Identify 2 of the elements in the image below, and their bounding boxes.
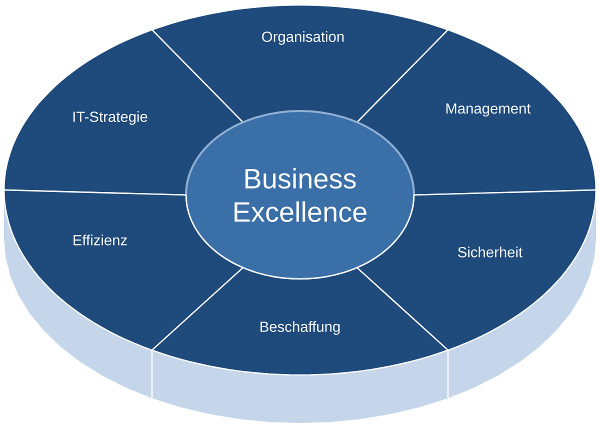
node-label: Sicherheit	[458, 246, 522, 258]
ring-segment: Management	[356, 29, 597, 196]
